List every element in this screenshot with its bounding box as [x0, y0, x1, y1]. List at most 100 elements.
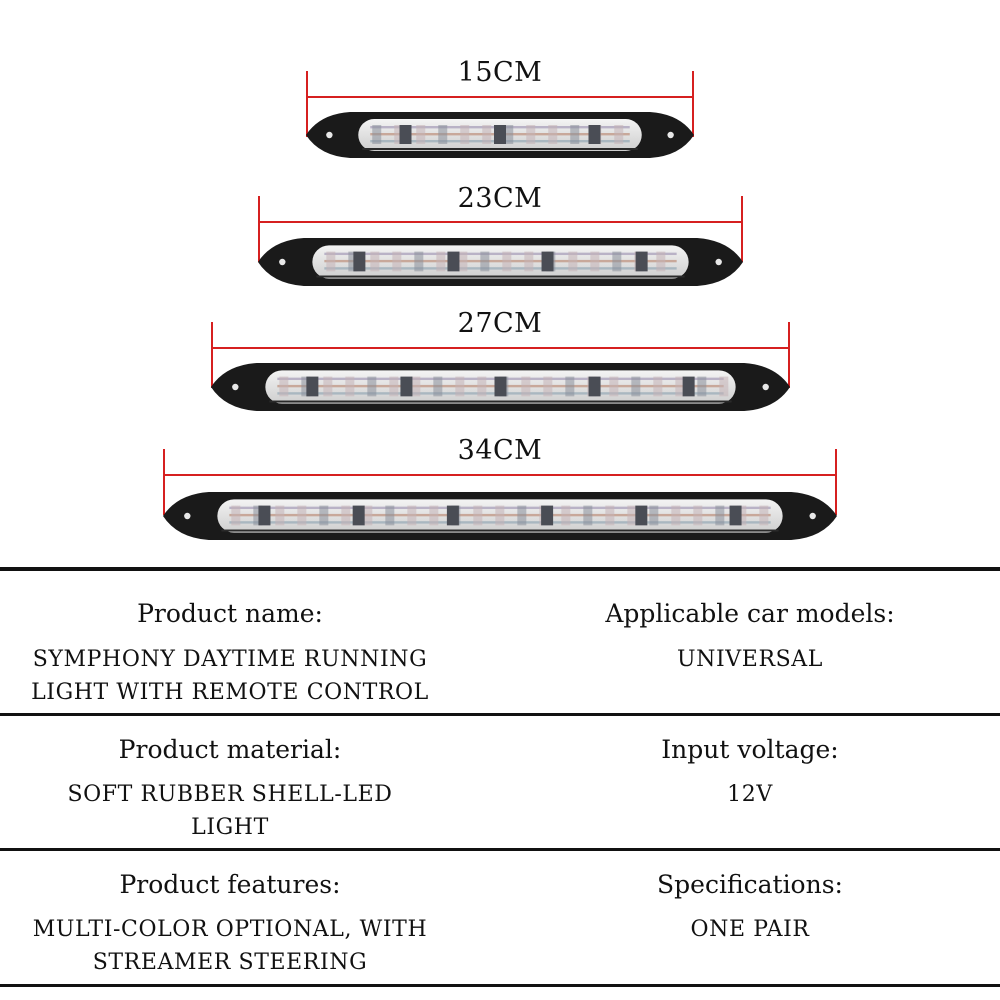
size-label: 27CM	[457, 308, 543, 339]
led-chip	[394, 125, 404, 144]
led-chip	[480, 251, 490, 272]
led-chip	[341, 505, 351, 526]
spec-value-car-models: UNIVERSAL	[677, 647, 823, 672]
size-label: 15CM	[457, 57, 543, 88]
spec-value-material: SOFT RUBBER SHELL-LED LIGHT	[67, 782, 393, 840]
led-light-bar	[163, 490, 837, 542]
led-chip	[671, 505, 681, 526]
led-chip	[301, 376, 311, 397]
led-chip	[526, 125, 536, 144]
led-chip	[458, 251, 468, 272]
led-chip	[543, 376, 553, 397]
driver-chip	[729, 505, 742, 526]
led-chip	[631, 376, 641, 397]
led-chip	[367, 376, 377, 397]
light-bar-graphic	[306, 112, 694, 158]
led-chip	[482, 125, 492, 144]
led-chip	[411, 376, 421, 397]
lens-trim	[362, 148, 638, 150]
spec-title-specifications: Specifications:	[657, 870, 843, 899]
led-chip	[279, 376, 289, 397]
dimension-tick-left	[258, 196, 260, 262]
table-rule	[0, 567, 1000, 571]
led-chip	[348, 251, 358, 272]
table-rule	[0, 848, 1000, 851]
lens-trim	[269, 400, 732, 403]
light-bar-graphic	[211, 363, 790, 411]
led-chip	[407, 505, 417, 526]
led-chip	[370, 251, 380, 272]
dimension-line	[163, 474, 837, 476]
driver-chip	[494, 125, 506, 144]
spec-title-material: Product material:	[118, 735, 342, 764]
dimension-line	[211, 347, 790, 349]
led-chip	[389, 376, 399, 397]
led-chip	[565, 376, 575, 397]
mount-hole-icon	[184, 512, 191, 520]
led-chip	[649, 505, 659, 526]
dimension-tick-left	[306, 71, 308, 137]
led-chip	[319, 505, 329, 526]
dimension-tick-right	[835, 449, 837, 515]
led-chip	[614, 125, 624, 144]
led-chip	[297, 505, 307, 526]
led-chip	[502, 251, 512, 272]
led-chip	[460, 125, 470, 144]
led-chip	[517, 505, 527, 526]
led-light-bar	[306, 110, 694, 160]
led-chip	[438, 125, 448, 144]
led-chip	[504, 125, 514, 144]
led-chip	[693, 505, 703, 526]
led-chip	[231, 505, 241, 526]
led-chip	[345, 376, 355, 397]
led-strip	[324, 267, 677, 270]
led-chip	[583, 505, 593, 526]
spec-value-product-name: SYMPHONY DAYTIME RUNNING LIGHT WITH REMO…	[31, 647, 429, 705]
lens-trim	[316, 275, 685, 278]
led-chip	[609, 376, 619, 397]
led-chip	[675, 376, 685, 397]
led-chip	[715, 505, 725, 526]
led-chip	[275, 505, 285, 526]
mount-hole-icon	[326, 131, 333, 139]
dimension-tick-right	[692, 71, 694, 137]
spec-value-voltage: 12V	[727, 782, 773, 807]
driver-chip	[352, 505, 365, 526]
led-chip	[392, 251, 402, 272]
dimension-tick-right	[788, 322, 790, 388]
led-chip	[719, 376, 729, 397]
table-rule	[0, 713, 1000, 716]
led-light-bar	[258, 236, 743, 288]
driver-chip	[353, 251, 366, 272]
spec-value-features: MULTI-COLOR OPTIONAL, WITH STREAMER STEE…	[32, 917, 428, 975]
led-chip	[433, 376, 443, 397]
led-chip	[568, 251, 578, 272]
led-strip	[324, 252, 677, 256]
led-chip	[477, 376, 487, 397]
driver-chip	[588, 125, 601, 144]
mount-hole-icon	[809, 512, 816, 520]
led-chip	[385, 505, 395, 526]
led-chip	[653, 376, 663, 397]
driver-chip	[399, 125, 412, 144]
led-chip	[737, 505, 747, 526]
led-chip	[590, 251, 600, 272]
light-bar-graphic	[258, 238, 743, 286]
led-chip	[455, 376, 465, 397]
size-label: 34CM	[457, 435, 543, 466]
driver-chip	[588, 376, 601, 397]
led-chip	[372, 125, 382, 144]
led-strip	[324, 259, 677, 263]
spec-title-features: Product features:	[119, 870, 341, 899]
led-chip	[323, 376, 333, 397]
spec-title-voltage: Input voltage:	[661, 735, 839, 764]
driver-chip	[541, 251, 554, 272]
dimension-tick-left	[163, 449, 165, 515]
led-chip	[605, 505, 615, 526]
led-chip	[363, 505, 373, 526]
led-chip	[612, 251, 622, 272]
driver-chip	[494, 376, 507, 397]
lens-trim	[221, 529, 779, 532]
led-chip	[436, 251, 446, 272]
driver-chip	[541, 505, 554, 526]
